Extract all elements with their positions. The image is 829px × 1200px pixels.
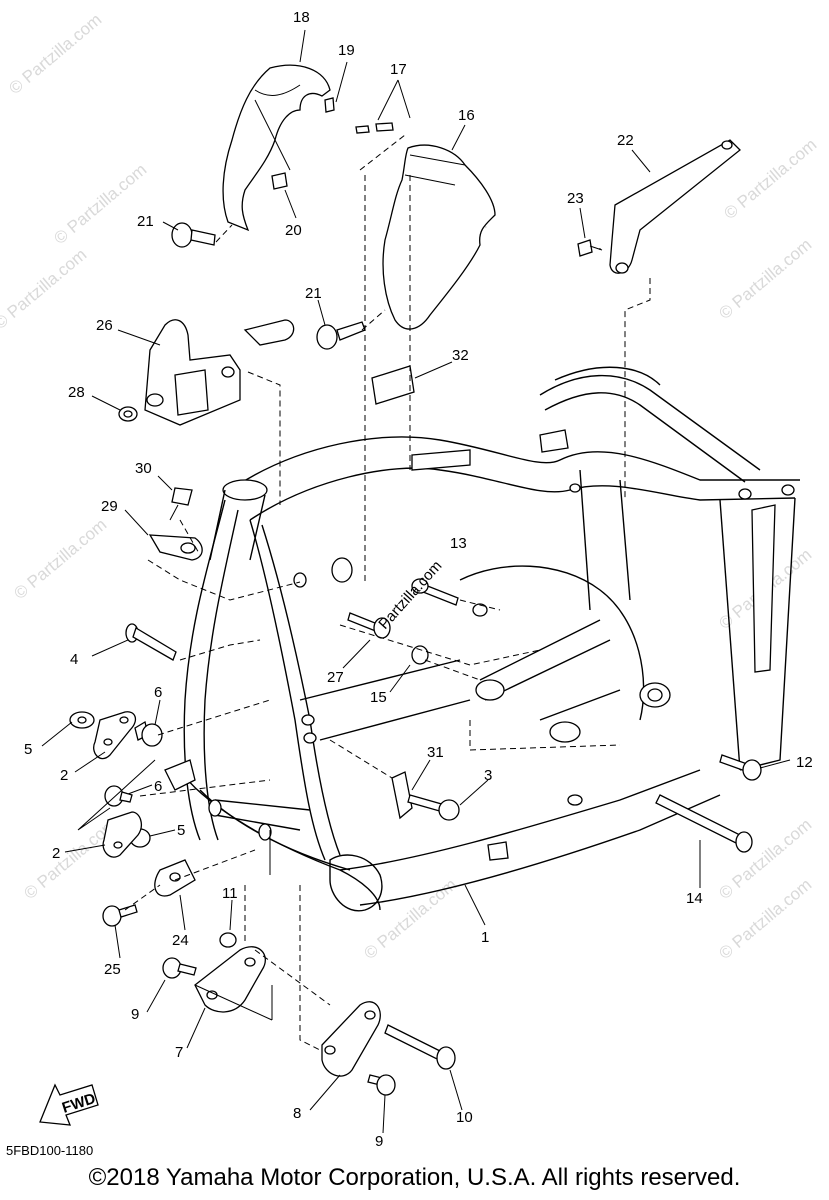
callout-16: 16 — [458, 107, 475, 124]
callout-22: 22 — [617, 132, 634, 149]
fwd-arrow: FWD — [39, 1083, 99, 1126]
callout-32: 32 — [452, 347, 469, 364]
callout-31: 31 — [427, 744, 444, 761]
main-frame — [164, 366, 800, 912]
copyright-notice: ©2018 Yamaha Motor Corporation, U.S.A. A… — [88, 1164, 741, 1191]
callout-30: 30 — [135, 460, 152, 477]
callout-8: 8 — [293, 1105, 301, 1122]
watermark: © Partzilla.com — [360, 875, 460, 963]
callout-9-lower: 9 — [375, 1133, 383, 1150]
cover-16 — [382, 144, 496, 330]
bracket-31 — [391, 771, 413, 820]
steering-head — [222, 479, 268, 501]
watermark: © Partzilla.com — [50, 160, 150, 248]
bolt-14 — [655, 794, 753, 853]
assembly-lines — [124, 134, 651, 1051]
bolt-9b — [367, 1074, 396, 1096]
label-32 — [371, 365, 415, 405]
watermark: © Partzilla.com — [715, 235, 815, 323]
watermark: © Partzilla.com — [20, 815, 120, 903]
bolt-3 — [407, 794, 460, 821]
callout-23: 23 — [567, 190, 584, 207]
plate-7 — [194, 946, 266, 1013]
callout-6-upper: 6 — [154, 684, 162, 701]
bolt-27 — [347, 612, 391, 639]
bolt-6b — [104, 785, 133, 807]
callout-7: 7 — [175, 1044, 183, 1061]
washer-15 — [411, 645, 429, 665]
bolt-4 — [125, 623, 177, 661]
callout-13: 13 — [450, 535, 467, 552]
callout-2-upper: 2 — [60, 767, 68, 784]
pad-20 — [271, 172, 288, 190]
washer-11 — [219, 932, 237, 948]
watermark: © Partzilla.com — [0, 245, 90, 333]
clip-19 — [324, 97, 335, 113]
damper-17a — [355, 125, 370, 134]
bolt-30 — [171, 487, 193, 506]
callout-29: 29 — [101, 498, 118, 515]
callout-20: 20 — [285, 222, 302, 239]
callout-2-lower: 2 — [52, 845, 60, 862]
callout-5-upper: 5 — [24, 741, 32, 758]
bolt-6a — [134, 720, 163, 747]
bracket-22 — [609, 139, 741, 274]
watermark: © Partzilla.com — [5, 10, 105, 98]
callout-19: 19 — [338, 42, 355, 59]
lower-parts — [69, 578, 762, 1096]
bolt-25 — [102, 904, 138, 927]
callout-26: 26 — [96, 317, 113, 334]
callout-25: 25 — [104, 961, 121, 978]
plate-2a — [93, 711, 137, 760]
callout-1: 1 — [481, 929, 489, 946]
bolt-12 — [719, 754, 762, 781]
callout-9-upper: 9 — [131, 1006, 139, 1023]
drawing-code: 5FBD100-1180 — [6, 1143, 94, 1158]
callout-28: 28 — [68, 384, 85, 401]
bolt-21-upper — [171, 222, 216, 248]
callout-11: 11 — [222, 885, 238, 902]
bolt-9a — [162, 957, 197, 979]
clamp-29 — [148, 534, 203, 561]
callout-18: 18 — [293, 9, 310, 26]
plate-2b — [102, 811, 142, 858]
plate-8 — [321, 1001, 381, 1077]
callout-12: 12 — [796, 754, 813, 771]
callout-21-lower: 21 — [305, 285, 322, 302]
callout-14: 14 — [686, 890, 703, 907]
bolt-23 — [577, 239, 593, 257]
leader-lines — [41, 29, 791, 1134]
callout-21-upper: 21 — [137, 213, 154, 230]
callout-6-lower: 6 — [154, 778, 162, 795]
callout-3: 3 — [484, 767, 492, 784]
callout-10: 10 — [456, 1109, 473, 1126]
side-cover-18 — [222, 64, 331, 232]
damper-17b — [375, 122, 394, 132]
callout-27: 27 — [327, 669, 344, 686]
callout-15: 15 — [370, 689, 387, 706]
callout-4: 4 — [70, 651, 78, 668]
callout-24: 24 — [172, 932, 189, 949]
upper-parts — [118, 64, 741, 561]
bolt-21-lower — [316, 321, 366, 350]
callouts: 18 19 17 16 22 23 21 20 21 26 32 28 30 2… — [24, 9, 813, 1150]
watermark: © Partzilla.com — [10, 515, 110, 603]
bolt-10 — [384, 1024, 456, 1070]
callout-17: 17 — [390, 61, 407, 78]
callout-5-lower: 5 — [177, 822, 185, 839]
